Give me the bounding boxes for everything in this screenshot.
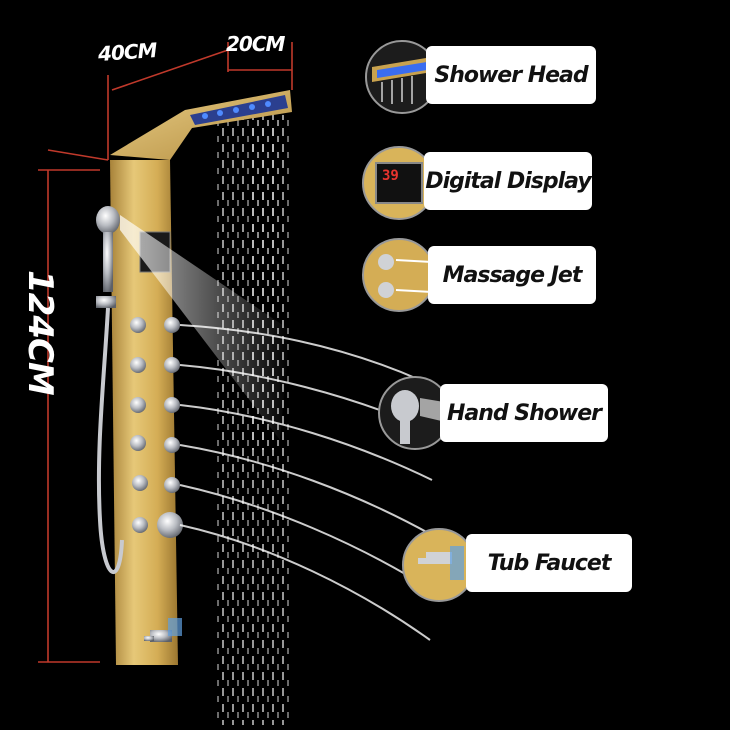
feature-label-hand-shower: Hand Shower (440, 384, 608, 442)
top-shower-head (110, 90, 292, 160)
width-dimension-label: 20CM (226, 32, 285, 56)
depth-dimension-label: 40CM (97, 37, 158, 67)
feature-label-digital-display: Digital Display (424, 152, 592, 210)
digital-display-icon: 39 (362, 146, 436, 220)
shower-panel (110, 160, 178, 665)
tub-faucet-icon (402, 528, 476, 602)
control-knobs (157, 317, 183, 538)
massage-jets (130, 317, 148, 533)
dimension-lines (38, 42, 293, 663)
panel-tub-spout (144, 618, 182, 642)
display-reading: 39 (382, 168, 399, 184)
massage-jet-icon (362, 238, 436, 312)
feature-label-shower-head: Shower Head (426, 46, 596, 104)
jet-streams (179, 324, 433, 641)
height-dimension-label: 124CM (20, 270, 60, 395)
feature-label-tub-faucet: Tub Faucet (466, 534, 632, 592)
feature-label-massage-jet: Massage Jet (428, 246, 596, 304)
hand-shower (96, 206, 124, 574)
